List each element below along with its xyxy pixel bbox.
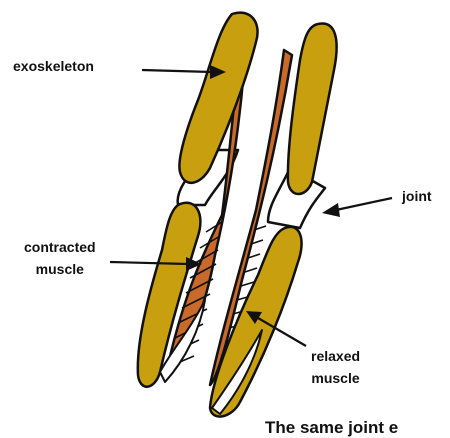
exoskeleton-arrow <box>142 65 226 79</box>
relaxed-muscle-label-line1: relaxed <box>311 345 360 367</box>
joint-arrow <box>322 198 392 217</box>
relaxed-muscle-label-line2: muscle <box>311 367 360 389</box>
exoskeleton-label: exoskeleton <box>13 58 94 74</box>
contracted-muscle-label-line2: muscle <box>24 258 96 280</box>
contracted-muscle-label: contracted muscle <box>24 236 96 280</box>
relaxed-muscle-label: relaxed muscle <box>311 345 360 389</box>
caption-text: The same joint e <box>265 418 398 438</box>
contracted-muscle-label-line1: contracted <box>24 236 96 258</box>
right-upper-exoskeleton <box>288 23 337 194</box>
joint-label: joint <box>402 188 432 204</box>
